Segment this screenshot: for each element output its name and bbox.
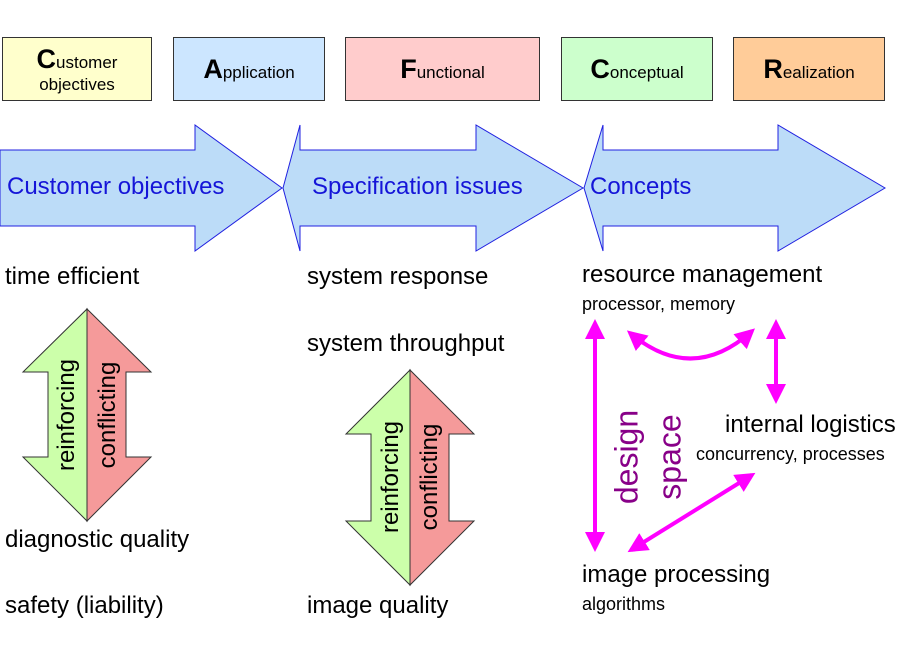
label-reinforcing-2: reinforcing <box>377 420 404 534</box>
text-safety-liability: safety (liability) <box>5 592 164 619</box>
text-resource-management: resource management <box>582 261 823 288</box>
process-arrow-specification-issues <box>282 124 584 252</box>
text-system-throughput: system throughput <box>307 330 505 357</box>
text-internal-logistics: internal logistics <box>725 411 896 438</box>
text-diagnostic-quality: diagnostic quality <box>5 526 190 553</box>
logistics-imaging-diagonal-arrow <box>627 472 756 553</box>
box-sub-label: objectives <box>39 74 115 94</box>
text-image-quality: image quality <box>307 592 449 619</box>
label-design: design <box>608 409 645 505</box>
box-initial: F <box>400 53 417 84</box>
box-initial: C <box>590 53 610 84</box>
label-conflicting-2: conflicting <box>416 423 443 531</box>
box-initial: A <box>203 53 223 84</box>
text-system-response: system response <box>307 263 489 290</box>
box-application: Application <box>173 37 325 101</box>
double-arrow-red-half-2 <box>409 368 476 587</box>
box-label: onceptual <box>609 62 684 82</box>
label-conflicting-1: conflicting <box>94 361 121 469</box>
arrow-label-concepts: Concepts <box>590 173 692 200</box>
text-algorithms: algorithms <box>582 594 666 614</box>
box-conceptual: Conceptual <box>561 37 713 101</box>
label-space: space <box>651 414 688 500</box>
box-initial: R <box>763 53 783 84</box>
text-processor-memory: processor, memory <box>582 294 736 314</box>
text-time-efficient: time efficient <box>5 263 140 290</box>
box-label: unctional <box>416 62 485 82</box>
box-realization: Realization <box>733 37 885 101</box>
box-initial: C <box>36 43 57 74</box>
arrow-label-specification-issues: Specification issues <box>312 173 523 200</box>
process-arrow-customer-objectives <box>0 124 283 252</box>
resource-curve-arrow <box>626 328 755 361</box>
text-concurrency-processes: concurrency, processes <box>696 444 885 464</box>
double-arrow-red-half-1 <box>86 307 153 523</box>
box-functional: Functional <box>345 37 540 101</box>
box-label: ealization <box>782 62 855 82</box>
text-image-processing: image processing <box>582 561 771 588</box>
box-customer-objectives: Customer objectives <box>2 37 152 101</box>
box-label: pplication <box>222 62 295 82</box>
process-arrow-concepts <box>583 124 886 252</box>
label-reinforcing-1: reinforcing <box>53 358 80 472</box>
arrow-label-customer-objectives: Customer objectives <box>7 173 225 200</box>
box-label: ustomer <box>56 52 118 72</box>
